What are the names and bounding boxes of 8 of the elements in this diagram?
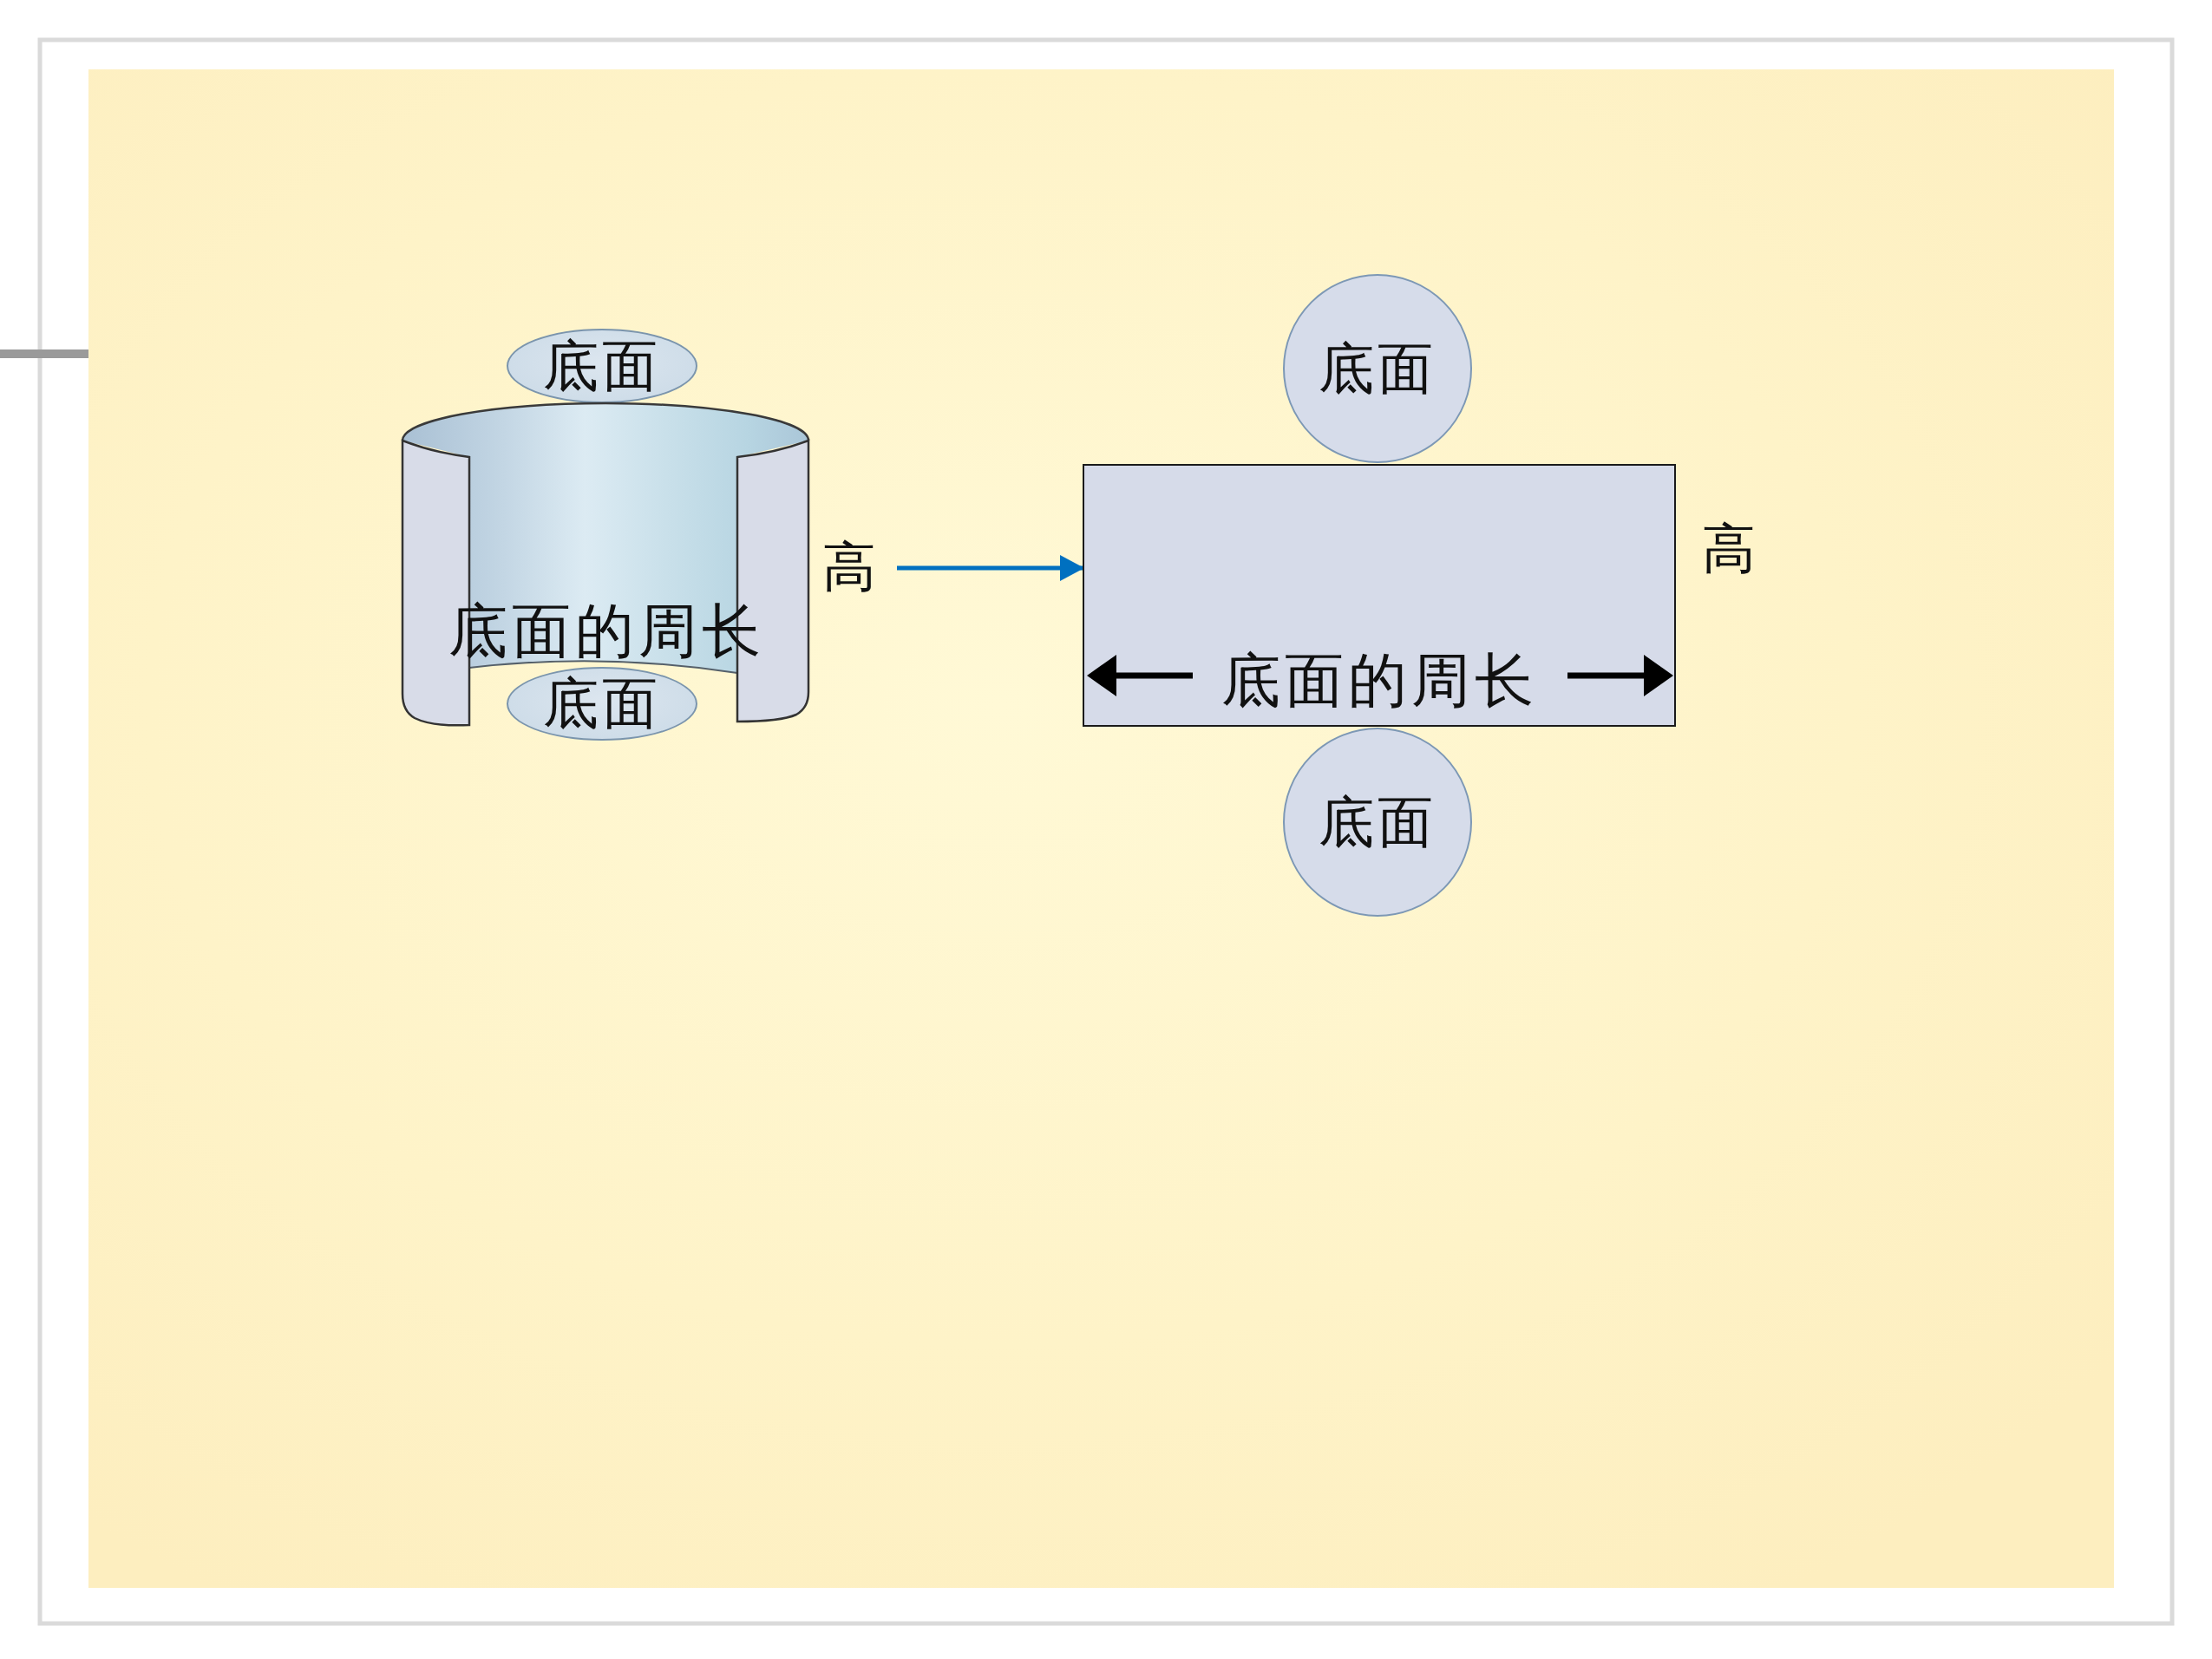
face-label: 底面 bbox=[543, 335, 661, 397]
face-label: 底面 bbox=[1319, 337, 1436, 400]
face-label: 底面 bbox=[543, 673, 661, 735]
height-label: 高 bbox=[1702, 519, 1756, 579]
face-label: 底面 bbox=[1319, 791, 1436, 853]
height-label: 高 bbox=[822, 538, 876, 598]
arrow bbox=[897, 555, 1084, 581]
perimeter-label: 底面的周长 bbox=[1221, 648, 1538, 714]
